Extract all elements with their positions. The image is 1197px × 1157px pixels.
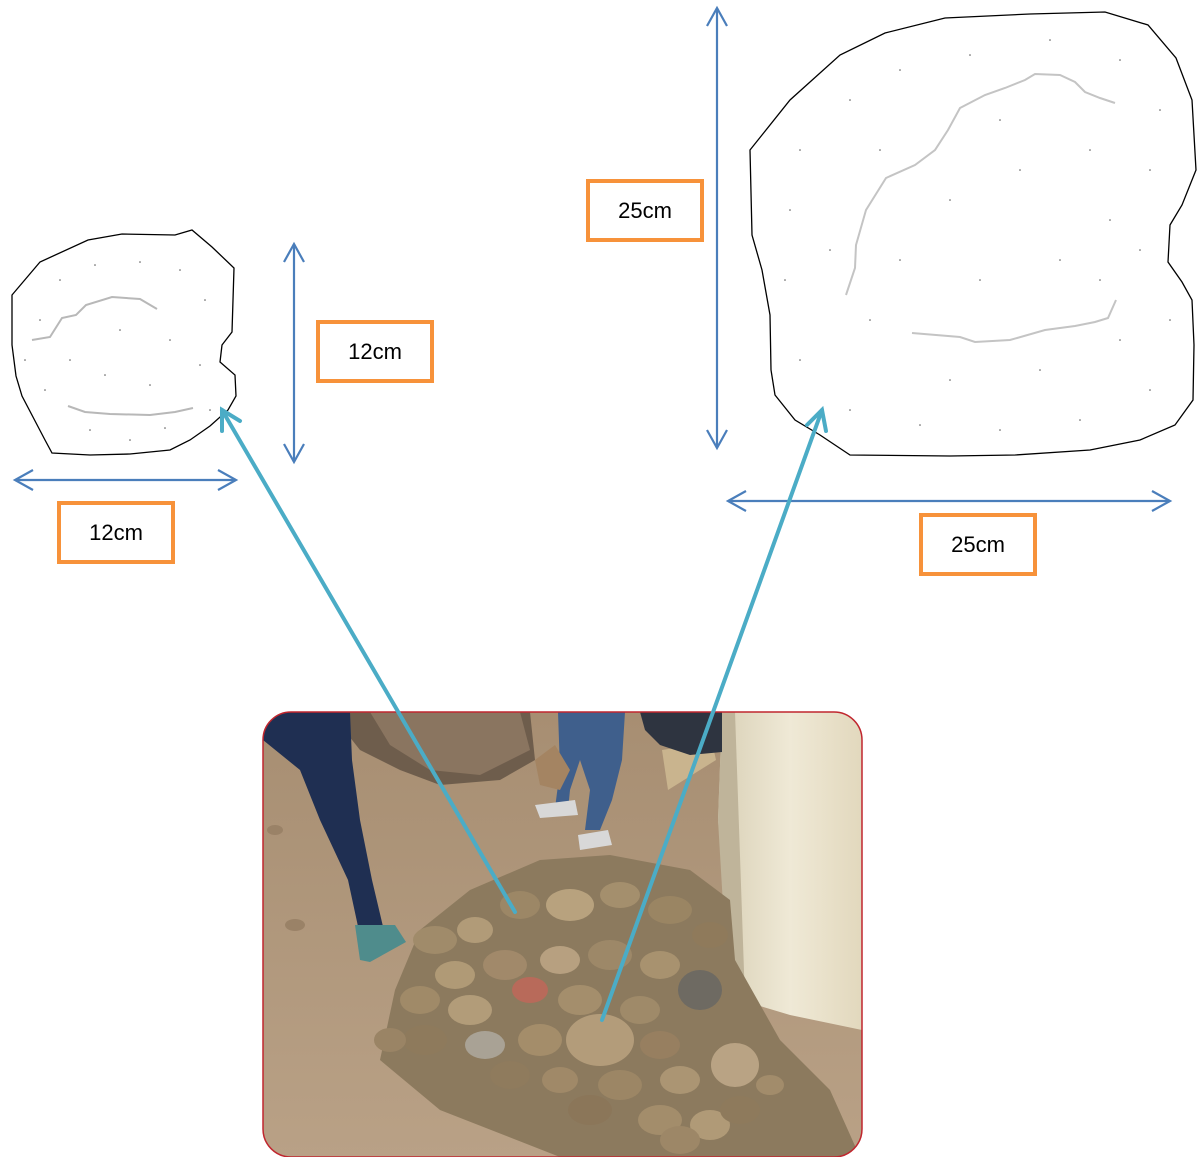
- stone-pile-photo: [263, 712, 862, 1157]
- small-width-arrow: [15, 470, 236, 490]
- large-stone-width-label: 25cm: [919, 513, 1037, 576]
- large-stone-outline: [750, 12, 1196, 456]
- small-stone-sketch: [12, 230, 236, 455]
- small-stone-width-label: 12cm: [57, 501, 175, 564]
- small-height-arrow: [284, 244, 304, 462]
- large-height-arrow: [707, 8, 727, 448]
- large-stone-height-label: 25cm: [586, 179, 704, 242]
- large-stone-sketch: [750, 12, 1196, 456]
- large-width-arrow: [728, 491, 1170, 511]
- small-stone-height-label: 12cm: [316, 320, 434, 383]
- small-stone-outline: [12, 230, 236, 455]
